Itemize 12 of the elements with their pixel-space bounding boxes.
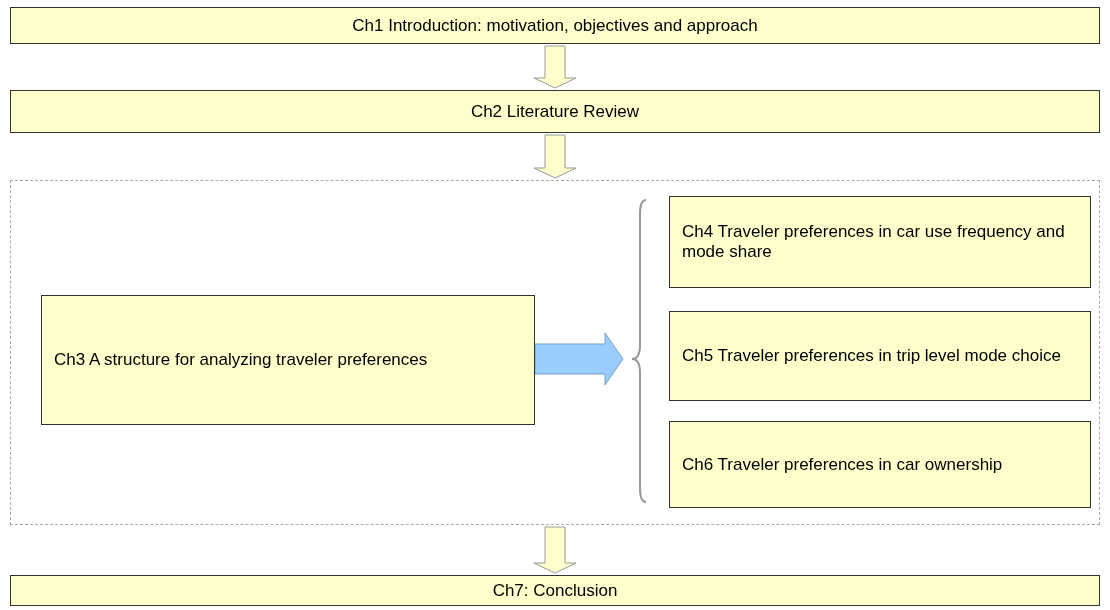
dashed-group-frame	[10, 180, 1100, 525]
chapter-box: Ch7: Conclusion	[10, 575, 1100, 606]
block-arrow	[534, 332, 624, 386]
chapter-box: Ch5 Traveler preferences in trip level mode choice	[669, 311, 1091, 401]
chapter-box: Ch1 Introduction: motivation, objectives and approach	[10, 7, 1100, 44]
block-arrow	[533, 45, 577, 89]
chapter-box: Ch2 Literature Review	[10, 90, 1100, 133]
chapter-box: Ch6 Traveler preferences in car ownership	[669, 421, 1091, 508]
chapter-box: Ch3 A structure for analyzing traveler preferences	[41, 295, 535, 425]
chapter-box: Ch4 Traveler preferences in car use frequency and mode share	[669, 196, 1091, 288]
block-arrow	[533, 526, 577, 574]
block-arrow	[533, 134, 577, 179]
